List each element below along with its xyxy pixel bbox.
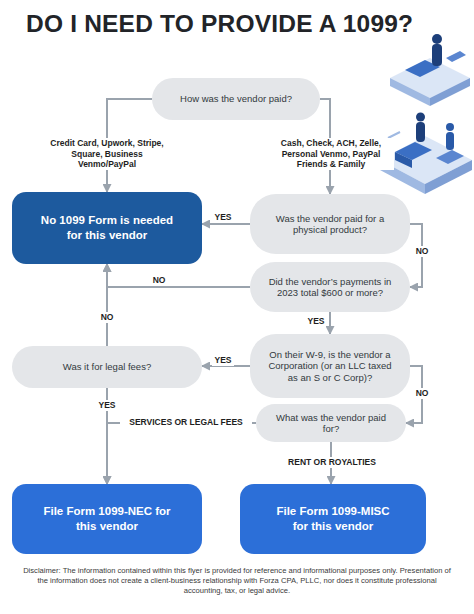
outcome-box: File Form 1099-MISC for this vendor bbox=[240, 484, 426, 554]
person-head bbox=[416, 113, 425, 122]
connector-arrow bbox=[106, 264, 108, 346]
edge-label: Cash, Check, ACH, Zelle, Personal Venmo,… bbox=[268, 138, 394, 170]
node-text: On their W-9, is the vendor a Corporatio… bbox=[264, 349, 396, 383]
edge-label: NO bbox=[414, 246, 430, 257]
node-text: Was it for legal fees? bbox=[63, 361, 151, 372]
page-title: DO I NEED TO PROVIDE A 1099? bbox=[26, 10, 413, 38]
node-text: No 1099 Form is needed for this vendor bbox=[38, 213, 176, 243]
connector-arrow bbox=[329, 312, 331, 334]
edge-label: Credit Card, Upwork, Stripe, Square, Bus… bbox=[50, 138, 164, 170]
decision-pill: What was the vendor paid for? bbox=[256, 404, 406, 442]
edge-label: YES bbox=[212, 212, 234, 223]
desk-block bbox=[436, 150, 464, 164]
node-text: File Form 1099-NEC for this vendor bbox=[42, 504, 172, 534]
node-text: Was the vendor paid for a physical produ… bbox=[264, 213, 396, 236]
platform-side bbox=[390, 78, 430, 106]
node-text: Did the vendor’s payments in 2023 total … bbox=[264, 276, 396, 299]
edge-label: SERVICES OR LEGAL FEES bbox=[120, 417, 252, 428]
start-pill: How was the vendor paid? bbox=[152, 78, 320, 120]
edge-label: RENT OR ROYALTIES bbox=[277, 457, 387, 468]
desk-block bbox=[395, 152, 412, 168]
platform-side bbox=[430, 78, 470, 106]
desk-block bbox=[446, 51, 466, 62]
edge-label: NO bbox=[99, 312, 115, 323]
outcome-box: File Form 1099-NEC for this vendor bbox=[12, 484, 202, 554]
decision-pill: Was the vendor paid for a physical produ… bbox=[250, 194, 410, 254]
platform-side bbox=[425, 160, 472, 194]
connector-arrow bbox=[202, 223, 250, 225]
connector-arrow bbox=[107, 264, 250, 287]
person-figure bbox=[432, 44, 442, 66]
decision-pill: On their W-9, is the vendor a Corporatio… bbox=[250, 334, 410, 398]
decision-pill: Was it for legal fees? bbox=[12, 346, 202, 388]
connector-arrow bbox=[107, 423, 256, 484]
isometric-desk-upper bbox=[390, 34, 470, 106]
decision-pill: Did the vendor’s payments in 2023 total … bbox=[250, 262, 410, 312]
person-head bbox=[446, 123, 454, 131]
person-figure bbox=[446, 132, 454, 150]
edge-label: NO bbox=[414, 388, 430, 399]
edge-label: NO bbox=[150, 275, 168, 286]
disclaimer-note: Disclaimer: The information contained wi… bbox=[22, 566, 452, 596]
edge-label: YES bbox=[96, 400, 118, 411]
node-text: What was the vendor paid for? bbox=[270, 412, 392, 435]
outcome-box: No 1099 Form is needed for this vendor bbox=[12, 192, 202, 264]
edge-label: YES bbox=[212, 355, 234, 366]
person-figure bbox=[416, 122, 425, 142]
node-text: File Form 1099-MISC for this vendor bbox=[270, 504, 396, 534]
node-text: How was the vendor paid? bbox=[180, 93, 292, 104]
person-head bbox=[432, 34, 442, 44]
edge-label: YES bbox=[306, 316, 326, 327]
